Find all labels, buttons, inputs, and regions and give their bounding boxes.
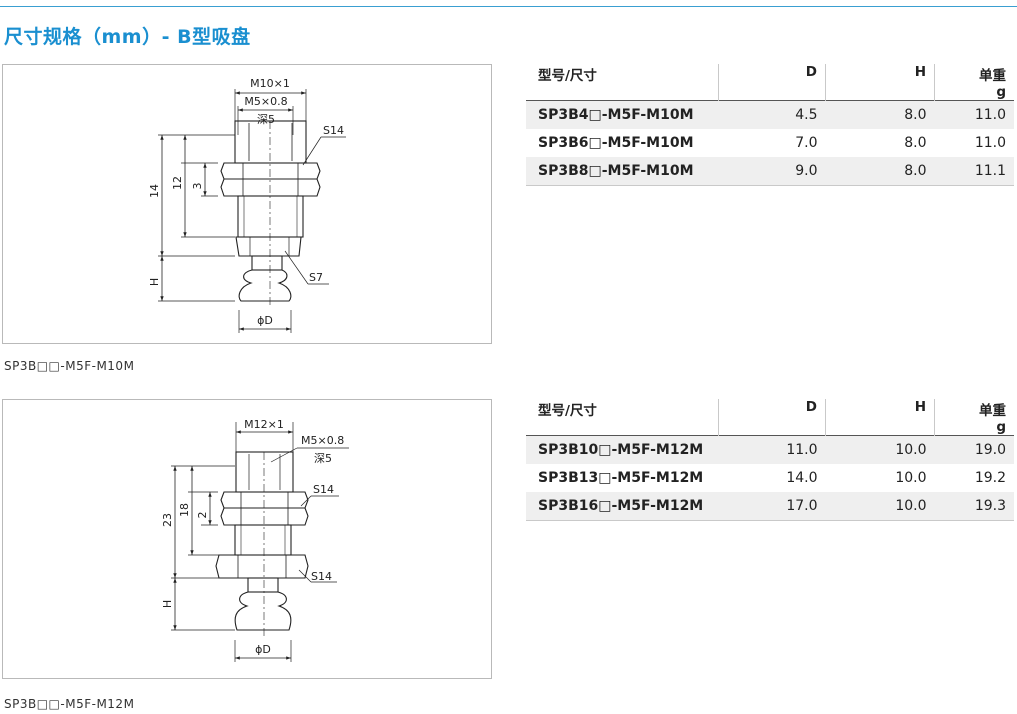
cell-model: SP3B8□-M5F-M10M <box>526 157 719 186</box>
header-h: H <box>825 399 935 436</box>
cell-weight: 11.0 <box>974 135 1006 151</box>
cell-weight: 11.1 <box>934 157 1014 186</box>
label-thread-port: M5×0.8 <box>301 434 344 447</box>
table-header-row: 型号/尺寸 D H 单重 g <box>526 64 1014 101</box>
dim-nut: 2 <box>196 512 209 519</box>
label-depth: 深5 <box>314 452 332 465</box>
dim-d: ϕD <box>255 643 271 656</box>
header-weight-line2: g <box>996 84 1006 100</box>
cell-model: SP3B10□-M5F-M12M <box>526 435 719 464</box>
spec-table-m10: 型号/尺寸 D H 单重 g SP3B4□-M5F-M10M 4.5 8.0 1… <box>526 64 1014 186</box>
cell-model: SP3B16□-M5F-M12M <box>526 492 719 521</box>
header-d: D <box>718 64 826 101</box>
label-hex-upper: S14 <box>313 483 334 496</box>
cell-h: 10.0 <box>825 492 935 521</box>
cell-d: 7.0 <box>795 135 818 151</box>
dim-h: H <box>161 600 174 608</box>
cell-d: 9.0 <box>718 157 826 186</box>
label-hex-lower: S14 <box>311 570 332 583</box>
drawing-m12: M12×1 M5×0.8 深5 S14 S14 23 18 2 H ϕD <box>2 399 492 679</box>
dim-total: 14 <box>148 184 161 198</box>
cell-h: 8.0 <box>825 157 935 186</box>
cell-d: 11.0 <box>718 435 826 464</box>
label-hex-lower: S7 <box>309 271 323 284</box>
header-weight: 单重 g <box>934 399 1014 436</box>
header-weight-line2: g <box>996 419 1006 435</box>
page-title: 尺寸规格（mm）- B型吸盘 <box>4 26 251 48</box>
drawing-m10: M10×1 M5×0.8 深5 S14 S7 14 12 3 H ϕD <box>2 64 492 344</box>
cell-h: 8.0 <box>904 135 927 151</box>
header-weight-line1: 单重 <box>979 68 1006 84</box>
caption-m10: SP3B□□-M5F-M10M <box>4 359 135 373</box>
cell-model: SP3B4□-M5F-M10M <box>526 100 719 129</box>
table-row: SP3B4□-M5F-M10M 4.5 8.0 11.0 <box>526 100 1014 129</box>
table-row: SP3B6□-M5F-M10M 7.0 8.0 11.0 <box>526 129 1014 157</box>
header-d: D <box>718 399 826 436</box>
dim-thread: 12 <box>171 176 184 190</box>
header-model: 型号/尺寸 <box>538 68 597 84</box>
cell-d: 14.0 <box>786 470 818 486</box>
label-thread-main: M10×1 <box>250 77 290 90</box>
table-row: SP3B13□-M5F-M12M 14.0 10.0 19.2 <box>526 464 1014 492</box>
dim-d: ϕD <box>257 314 273 327</box>
label-hex-upper: S14 <box>323 124 344 137</box>
header-weight-line1: 单重 <box>979 403 1006 419</box>
dim-total: 23 <box>161 513 174 527</box>
header-weight: 单重 g <box>934 64 1014 101</box>
table-row: SP3B10□-M5F-M12M 11.0 10.0 19.0 <box>526 435 1014 464</box>
header-h: H <box>825 64 935 101</box>
dim-thread: 18 <box>178 503 191 517</box>
drawing-m10-svg: M10×1 M5×0.8 深5 S14 S7 14 12 3 H ϕD <box>148 77 346 333</box>
cell-weight: 19.0 <box>934 435 1014 464</box>
spec-table-m12: 型号/尺寸 D H 单重 g SP3B10□-M5F-M12M 11.0 10.… <box>526 399 1014 521</box>
cell-d: 4.5 <box>718 100 826 129</box>
cell-weight: 19.2 <box>974 470 1006 486</box>
cell-h: 8.0 <box>825 100 935 129</box>
caption-m12: SP3B□□-M5F-M12M <box>4 697 135 711</box>
cell-model: SP3B13□-M5F-M12M <box>538 470 704 486</box>
cell-h: 10.0 <box>825 435 935 464</box>
cell-h: 10.0 <box>895 470 927 486</box>
table-row: SP3B8□-M5F-M10M 9.0 8.0 11.1 <box>526 157 1014 186</box>
dim-h: H <box>148 278 161 286</box>
top-rule <box>0 6 1017 7</box>
cell-weight: 11.0 <box>934 100 1014 129</box>
dim-nut: 3 <box>191 183 204 190</box>
cell-d: 17.0 <box>718 492 826 521</box>
cell-model: SP3B6□-M5F-M10M <box>538 135 694 151</box>
table-header-row: 型号/尺寸 D H 单重 g <box>526 399 1014 436</box>
table-row: SP3B16□-M5F-M12M 17.0 10.0 19.3 <box>526 492 1014 521</box>
cell-weight: 19.3 <box>934 492 1014 521</box>
drawing-m12-svg: M12×1 M5×0.8 深5 S14 S14 23 18 2 H ϕD <box>161 418 349 662</box>
label-depth: 深5 <box>257 113 275 126</box>
label-thread-main: M12×1 <box>244 418 284 431</box>
header-model: 型号/尺寸 <box>538 403 597 419</box>
label-thread-port: M5×0.8 <box>244 95 287 108</box>
